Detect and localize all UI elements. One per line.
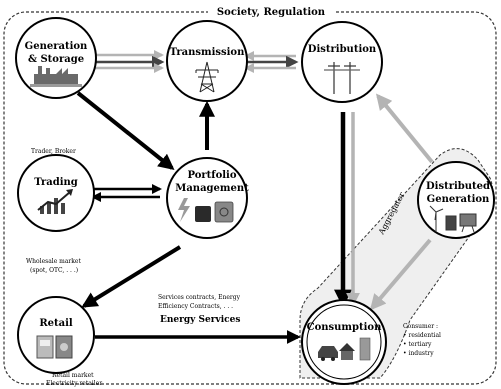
arrow-portfolio-to-retail (81, 245, 182, 308)
node-generation-storage: Generation & Storage (15, 17, 97, 99)
consumer-title: Consumer : (403, 323, 438, 330)
consumer-item-industry: • industry (403, 350, 434, 357)
retail-title: Retail (39, 318, 73, 329)
meter-icon (36, 335, 54, 359)
services-label-1: Services contracts, Energy (158, 294, 241, 301)
node-consumption: Consumption (301, 299, 387, 385)
node-distributed-generation: Distributed Generation (417, 161, 495, 239)
building-icon (359, 337, 371, 361)
energy-services-label: Energy Services (160, 315, 240, 325)
wholesale-label-1: Wholesale market (26, 258, 81, 265)
consumption-title: Consumption (307, 322, 382, 333)
arrow-generation-to-transmission (92, 50, 165, 73)
generation-title-2: & Storage (28, 54, 84, 65)
portfolio-title-2: Management (175, 183, 249, 194)
distributed-title-2: Generation (427, 194, 490, 205)
power-pole-icon (324, 62, 360, 94)
factory-icon (30, 66, 82, 87)
frame-title-bg (208, 4, 334, 18)
growth-chart-icon (37, 189, 73, 214)
frame-title: Society, Regulation (217, 7, 326, 18)
services-label-2: Efficiency Contracts, . . . (158, 303, 233, 310)
arrow-distributed-to-distribution (375, 93, 434, 164)
solar-panel-icon (459, 213, 477, 227)
consumer-item-residential: • residential (403, 332, 441, 339)
wholesale-label-2: (spot, OTC, . . .) (30, 267, 78, 274)
car-icon (318, 346, 338, 358)
lightning-icon (178, 198, 190, 222)
house-icon (341, 350, 353, 360)
arrow-trading-portfolio (91, 184, 162, 202)
generation-title-1: Generation (25, 41, 88, 52)
node-retail: Retail (17, 296, 95, 374)
portfolio-icons (178, 198, 234, 223)
portfolio-title-1: Portfolio (187, 170, 236, 181)
retail-icons (36, 335, 73, 359)
retail-market-label-2: Electricity retailer (46, 380, 102, 387)
arrow-transmission-distribution (244, 51, 299, 73)
node-portfolio-management: Portfolio Management (166, 157, 249, 239)
distribution-title: Distribution (308, 44, 377, 55)
wallet-icon (195, 206, 211, 222)
consumption-icons (318, 337, 371, 361)
node-distribution: Distribution (301, 21, 383, 103)
arrow-generation-to-portfolio (76, 91, 175, 170)
trading-title: Trading (34, 177, 78, 188)
battery-icon (445, 215, 457, 231)
society-regulation-frame (3, 11, 497, 385)
distributed-title-1: Distributed (426, 181, 490, 192)
arrow-distributed-to-consumption (369, 238, 432, 311)
trader-broker-label: Trader, Broker (31, 148, 76, 155)
safe-icon (214, 201, 234, 223)
transmission-title: Transmission (170, 47, 245, 58)
node-transmission: Transmission (166, 20, 248, 102)
retail-market-label-1: Retail market (52, 372, 94, 379)
node-trading: Trading (17, 154, 95, 232)
pylon-icon (195, 61, 219, 93)
consumer-item-tertiary: • tertiary (403, 341, 432, 348)
distributed-icons (429, 205, 477, 233)
